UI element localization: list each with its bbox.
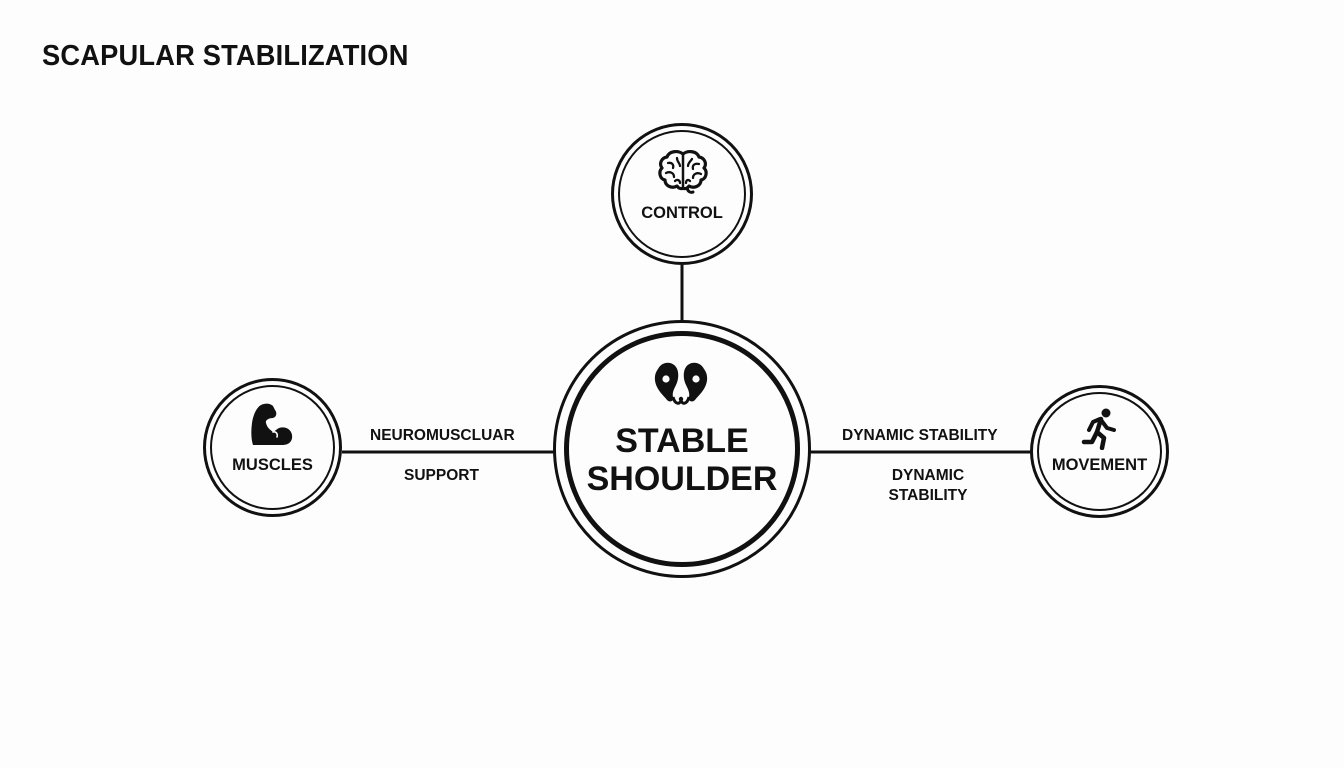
stable-shoulder-node: STABLE SHOULDER <box>553 320 811 578</box>
control-node: CONTROL <box>611 123 753 265</box>
stable-shoulder-inner-ring <box>564 331 800 567</box>
muscles-node-inner-ring <box>210 385 335 510</box>
edge-label-neuromuscular: NEUROMUSCLUAR <box>370 427 515 444</box>
stable-shoulder-label-line1: STABLE <box>615 422 749 460</box>
diagram-title: SCAPULAR STABILIZATION <box>42 40 409 72</box>
control-node-inner-ring <box>618 130 746 258</box>
muscles-label: MUSCLES <box>232 456 313 474</box>
edge-label-dynamic-stability-bottom: DYNAMIC STABILITY <box>888 467 968 504</box>
muscles-node: MUSCLES <box>203 378 342 517</box>
running-person-icon <box>1081 408 1116 450</box>
movement-node-inner-ring <box>1037 392 1162 511</box>
stable-shoulder-label-line2: SHOULDER <box>586 460 778 498</box>
edge-label-support: SUPPORT <box>404 467 479 484</box>
flexed-bicep-icon <box>251 403 293 445</box>
scapula-icon <box>654 362 708 405</box>
edge-label-dynamic-stability-top: DYNAMIC STABILITY <box>842 427 998 444</box>
movement-label: MOVEMENT <box>1051 456 1148 474</box>
brain-icon <box>658 150 708 194</box>
movement-node: MOVEMENT <box>1030 385 1169 518</box>
control-label: CONTROL <box>641 204 723 222</box>
